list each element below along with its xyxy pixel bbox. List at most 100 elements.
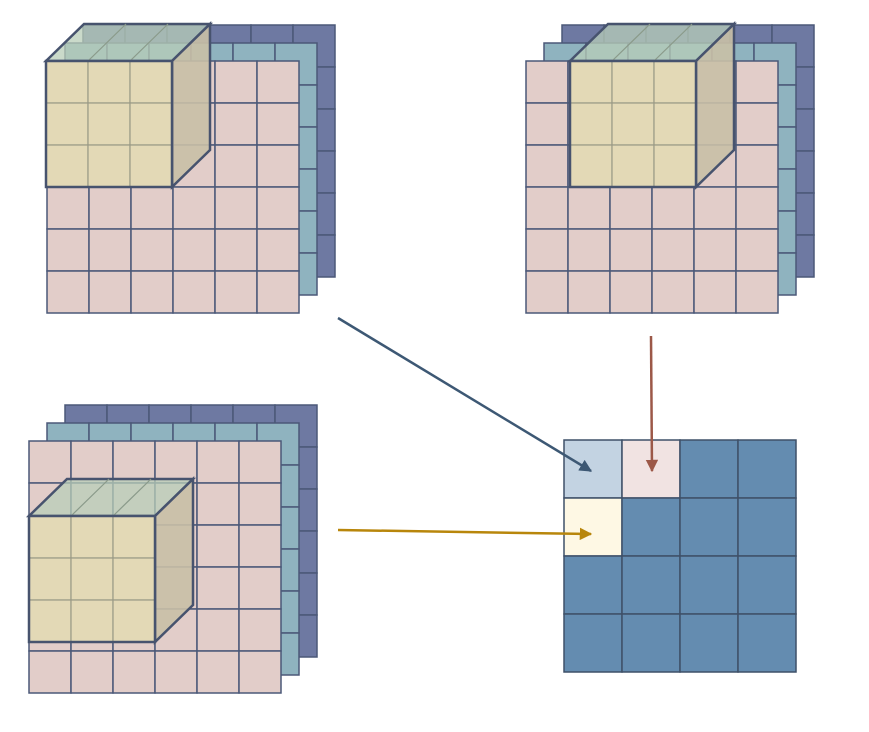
kernel-cell — [611, 144, 655, 188]
kernel-cell — [70, 557, 114, 601]
grid-cell — [735, 102, 779, 146]
grid-cell — [214, 144, 258, 188]
output-cell — [563, 613, 623, 673]
grid-cell — [256, 228, 300, 272]
kernel-cell — [87, 102, 131, 146]
kernel-cell — [70, 515, 114, 559]
input-volumes — [25, 21, 815, 694]
grid-cell — [238, 524, 282, 568]
grid-cell — [214, 60, 258, 104]
kernel-cell — [569, 60, 613, 104]
grid-cell — [735, 228, 779, 272]
kernel-cell — [611, 60, 655, 104]
grid-cell — [214, 228, 258, 272]
grid-cell — [735, 144, 779, 188]
grid-cell — [70, 440, 114, 484]
grid-cell — [693, 228, 737, 272]
volume-bottom-left — [25, 404, 318, 694]
grid-cell — [214, 102, 258, 146]
grid-cell — [525, 144, 569, 188]
grid-cell — [112, 650, 156, 694]
kernel-top-gridline — [87, 23, 127, 62]
grid-cell — [172, 270, 216, 314]
grid-cell — [238, 482, 282, 526]
grid-cell — [88, 186, 132, 230]
arrow-volume-top-right — [645, 335, 659, 473]
grid-cell — [196, 482, 240, 526]
kernel-top-gridline — [70, 478, 110, 517]
grid-cell — [112, 440, 156, 484]
kernel-cell — [112, 557, 156, 601]
grid-cell — [46, 270, 90, 314]
grid-cell — [172, 228, 216, 272]
grid-cell — [28, 650, 72, 694]
kernel-cell — [569, 144, 613, 188]
output-cell-highlighted — [563, 497, 623, 557]
kernel-front-outline — [27, 514, 157, 644]
kernel-cell — [45, 60, 89, 104]
grid-cell — [46, 228, 90, 272]
kernel-cell — [28, 557, 72, 601]
grid-cell — [693, 186, 737, 230]
kernel-top-gridline — [129, 23, 169, 62]
arrows — [337, 316, 659, 541]
grid-cell — [651, 270, 695, 314]
kernel-cube — [25, 476, 197, 645]
grid-cell — [28, 440, 72, 484]
kernel-cell — [28, 599, 72, 643]
arrow-volume-bottom-left — [337, 527, 593, 541]
output-cell — [737, 555, 797, 615]
grid-cell — [567, 270, 611, 314]
output-cell — [621, 555, 681, 615]
grid-cell — [196, 608, 240, 652]
grid-cell — [130, 228, 174, 272]
grid-cell — [88, 270, 132, 314]
kernel-cell — [653, 60, 697, 104]
grid-cell — [130, 186, 174, 230]
output-cell — [679, 439, 739, 499]
grid-cell — [238, 608, 282, 652]
grid-cell — [256, 270, 300, 314]
grid-cell — [196, 566, 240, 610]
grid-cell — [196, 440, 240, 484]
kernel-cell — [45, 144, 89, 188]
kernel-cell — [569, 102, 613, 146]
grid-cell — [214, 270, 258, 314]
grid-cell — [609, 270, 653, 314]
kernel-cube — [42, 21, 214, 190]
grid-cell — [525, 60, 569, 104]
grid-cell — [525, 102, 569, 146]
kernel-cell — [611, 102, 655, 146]
output-cell — [737, 613, 797, 673]
kernel-top-gridline — [653, 23, 693, 62]
kernel-front-face — [28, 515, 156, 643]
kernel-front-face — [569, 60, 697, 188]
grid-cell — [88, 228, 132, 272]
volume-top-left — [42, 21, 336, 314]
output-cell — [679, 555, 739, 615]
grid-cell — [70, 650, 114, 694]
grid-cell — [214, 186, 258, 230]
grid-cell — [567, 186, 611, 230]
kernel-front-outline — [44, 59, 174, 189]
kernel-cell — [129, 102, 173, 146]
grid-cell — [172, 186, 216, 230]
grid-cell — [525, 186, 569, 230]
grid-cell — [238, 566, 282, 610]
kernel-cell — [653, 102, 697, 146]
kernel-cell — [129, 60, 173, 104]
output-cell-highlighted — [563, 439, 623, 499]
grid-cell — [735, 186, 779, 230]
kernel-cell — [653, 144, 697, 188]
grid-cell — [735, 60, 779, 104]
grid-cell — [196, 650, 240, 694]
output-cell — [679, 497, 739, 557]
kernel-cube — [566, 21, 738, 190]
output-cell — [621, 497, 681, 557]
arrow-volume-top-left — [337, 316, 593, 473]
grid-cell — [256, 60, 300, 104]
grid-cell — [256, 102, 300, 146]
grid-cell — [525, 270, 569, 314]
output-cell — [737, 497, 797, 557]
